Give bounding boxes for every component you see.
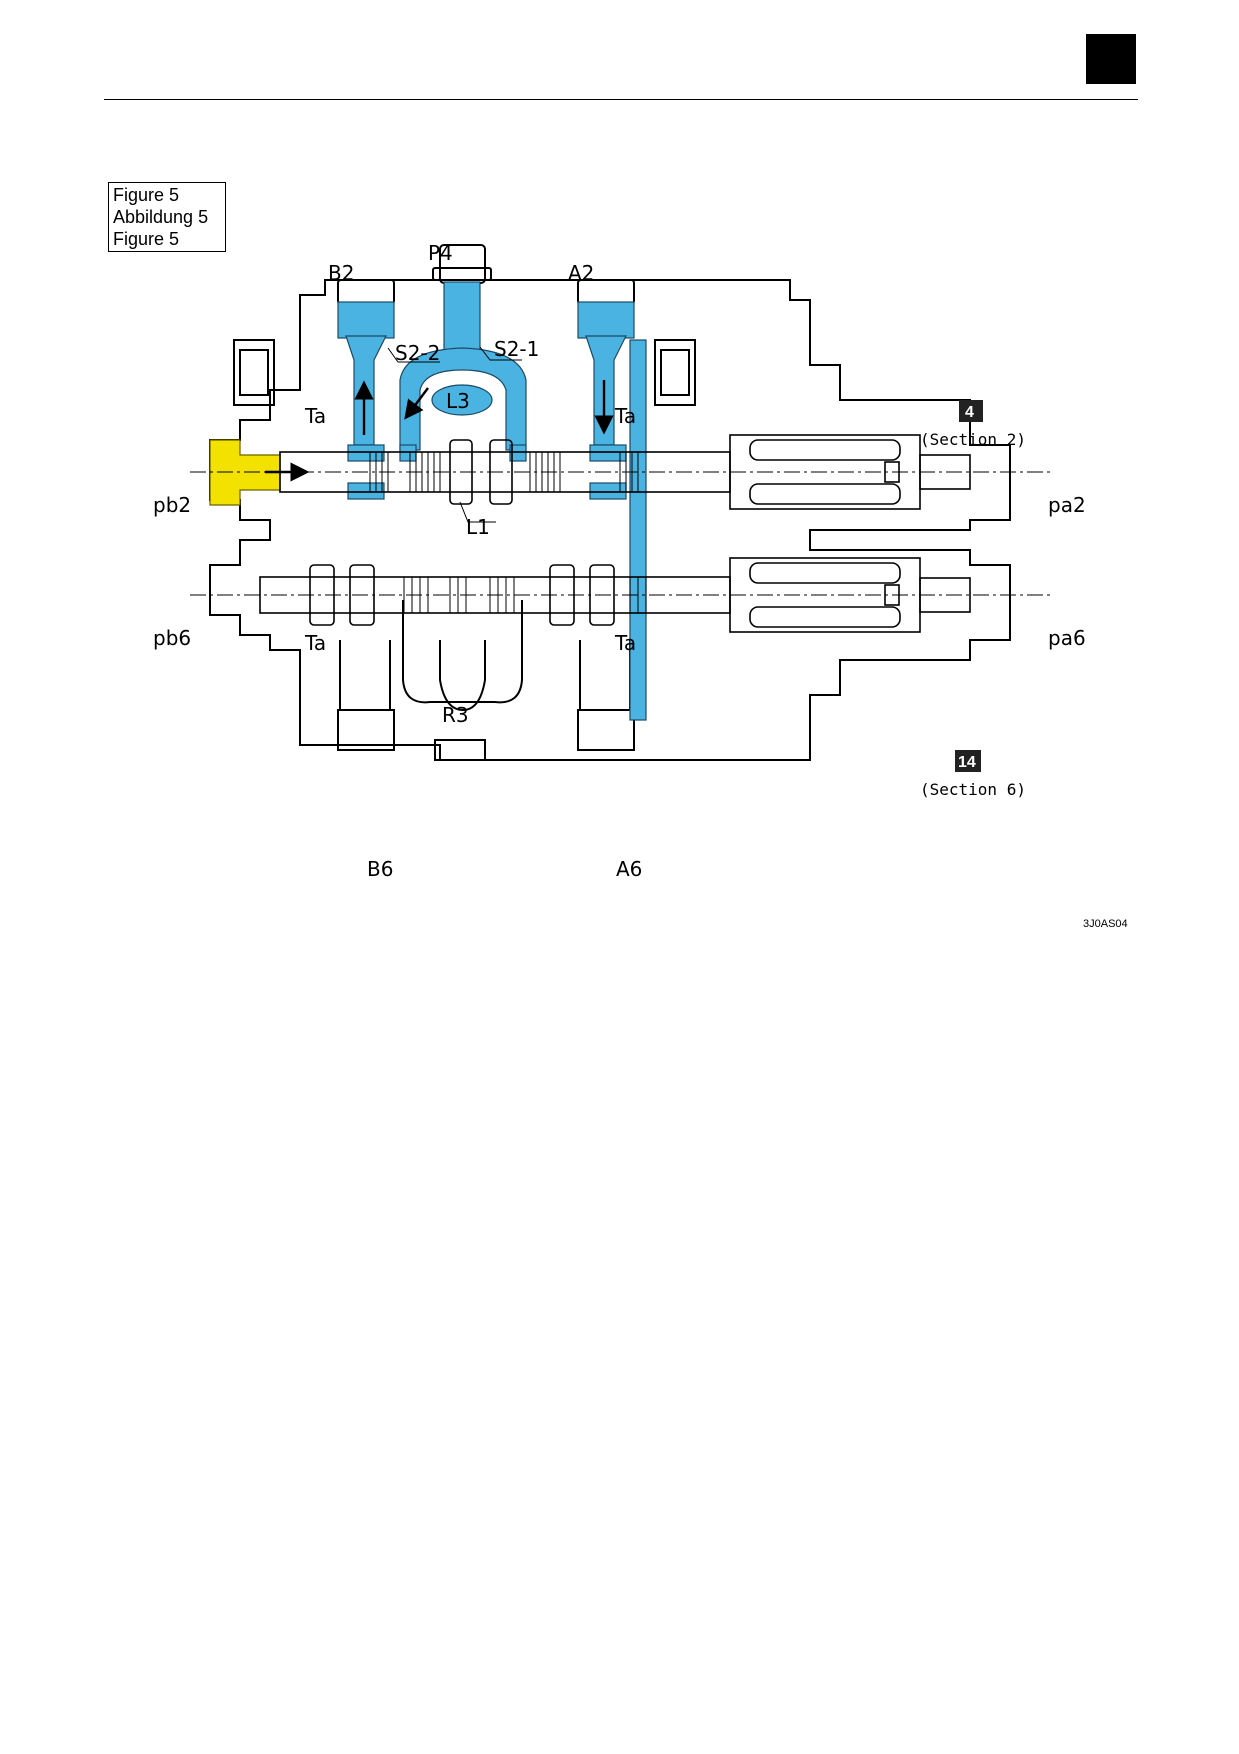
port-label-b2: B2: [328, 261, 354, 285]
tank-label-ta-top-right: Ta: [614, 404, 636, 428]
pressure-flow-passages: [337, 281, 647, 721]
section-badge-14: 14: [958, 754, 976, 771]
caption-english: Figure 5: [113, 185, 180, 205]
caption-german: Abbildung 5: [113, 207, 209, 227]
section-6-callout: 14 (Section 6): [920, 750, 1026, 799]
tank-label-ta-bottom-left: Ta: [304, 631, 326, 655]
pilot-port-label-pb2: pb2: [153, 493, 191, 517]
section-2-text: (Section 2): [920, 430, 1026, 449]
port-label-p4: P4: [428, 241, 453, 265]
port-label-b6: B6: [367, 857, 393, 881]
caption-french: Figure 5: [113, 229, 180, 249]
diagonal-arrow-icon: [404, 387, 429, 420]
valve-section-diagram: P4 B2 A2 S2-2 S2-1 L3 L1 Ta Ta Ta Ta pb2…: [153, 241, 1086, 881]
leader-lines: [387, 346, 522, 523]
pilot-port-label-pb6: pb6: [153, 626, 191, 650]
relief-valve-label-r3: R3: [442, 703, 469, 727]
flow-arrows: [265, 380, 614, 482]
header-rule: [104, 99, 1138, 100]
section-2-callout: 4 (Section 2): [920, 400, 1026, 449]
spool-center-lines: [190, 471, 1050, 596]
passage-label-l3: L3: [446, 389, 470, 413]
check-valve-label-s2-2: S2-2: [395, 341, 440, 365]
chapter-marker-block: [1086, 34, 1136, 84]
port-label-a6: A6: [616, 857, 642, 881]
tank-label-ta-top-left: Ta: [304, 404, 326, 428]
section-6-text: (Section 6): [920, 780, 1026, 799]
figure-caption: Figure 5 Abbildung 5 Figure 5: [108, 182, 226, 252]
tank-label-ta-bottom-right: Ta: [614, 631, 636, 655]
port-label-a2: A2: [568, 261, 594, 285]
pilot-port-label-pa6: pa6: [1048, 626, 1086, 650]
check-valve-label-s2-1: S2-1: [494, 337, 539, 361]
pilot-port-label-pa2: pa2: [1048, 493, 1086, 517]
figure-reference-code: 3J0AS04: [1083, 918, 1128, 930]
section-badge-4: 4: [965, 404, 974, 421]
passage-label-l1: L1: [466, 515, 490, 539]
